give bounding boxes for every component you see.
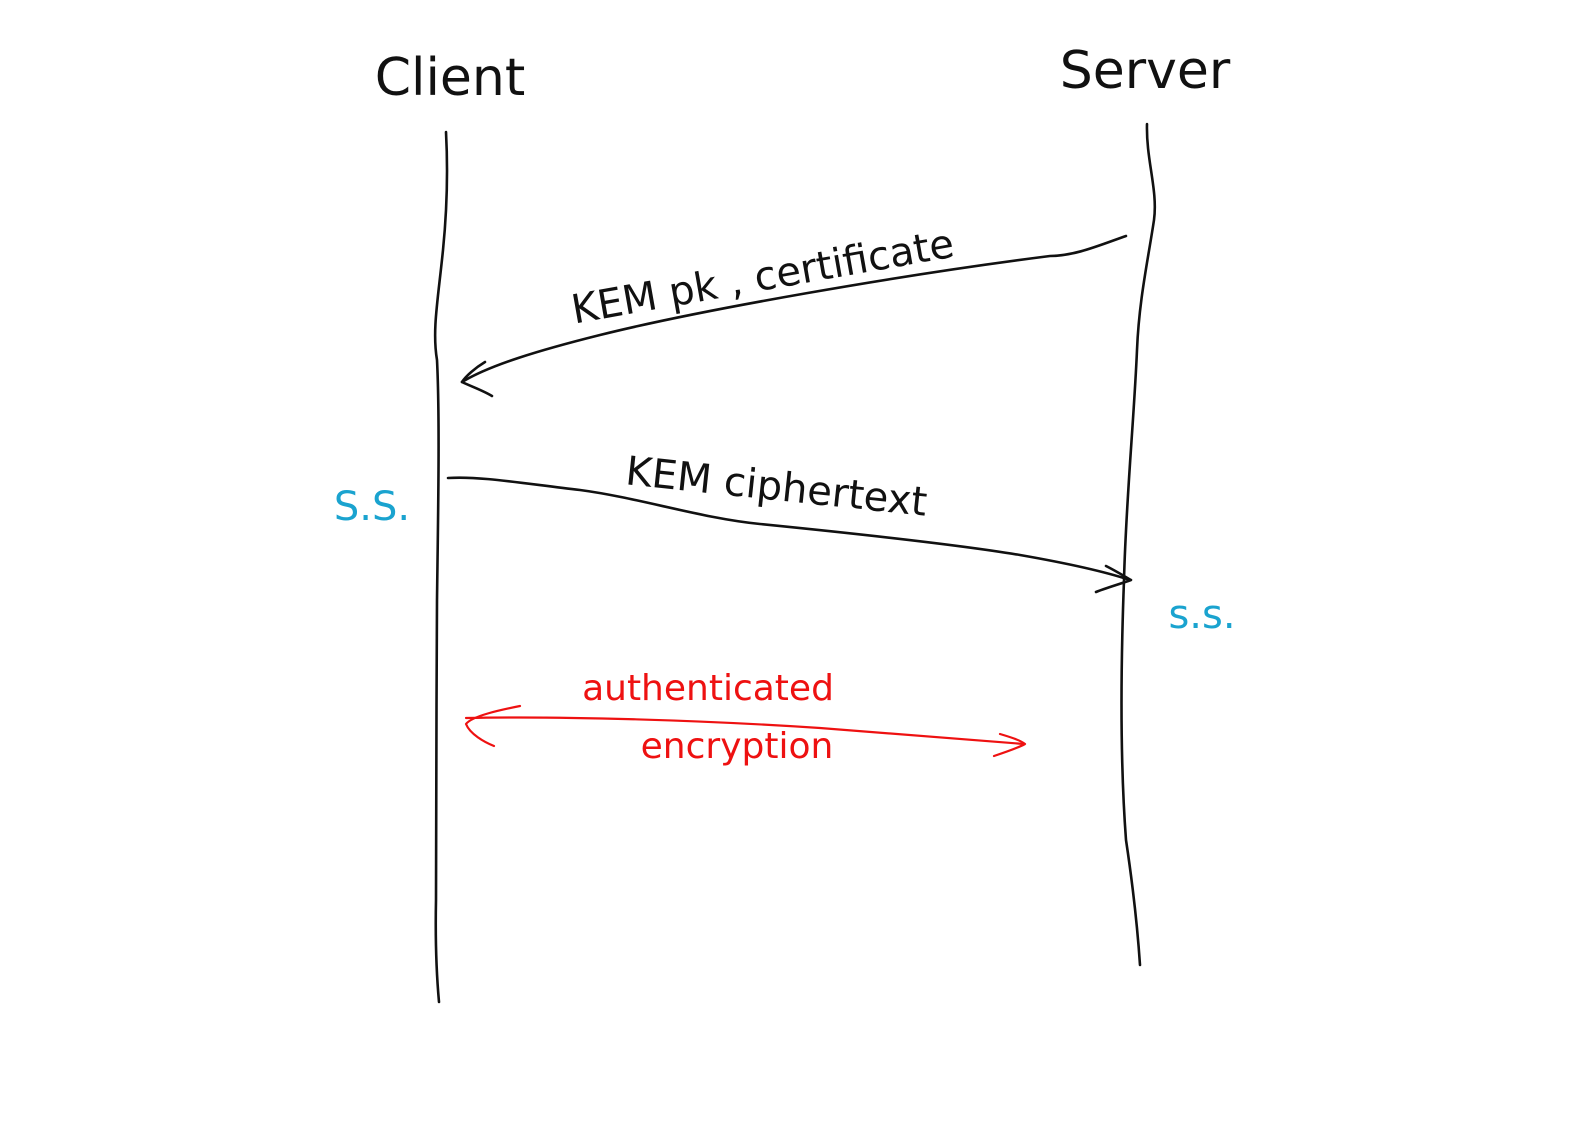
msg2-arrow-line [446,476,1132,582]
msg3-label-line2: encryption [641,726,834,767]
msg3-arrow-line [464,716,1026,746]
participant-client-label: Client [375,48,526,108]
participant-server-label: Server [1060,41,1231,101]
client-shared-secret-note: S.S. [334,484,410,530]
msg1-arrow-line [460,234,1128,384]
msg3-left-arrowhead [464,704,522,748]
server-shared-secret-note: s.s. [1168,592,1235,638]
msg3-label-line1: authenticated [582,668,834,709]
msg2-arrowhead [1094,564,1133,594]
server-lifeline [1120,122,1157,967]
msg1-arrowhead [460,360,494,398]
msg2-label: KEM ciphertext [623,448,929,525]
client-lifeline [433,130,449,1004]
msg3-right-arrowhead [992,732,1027,758]
